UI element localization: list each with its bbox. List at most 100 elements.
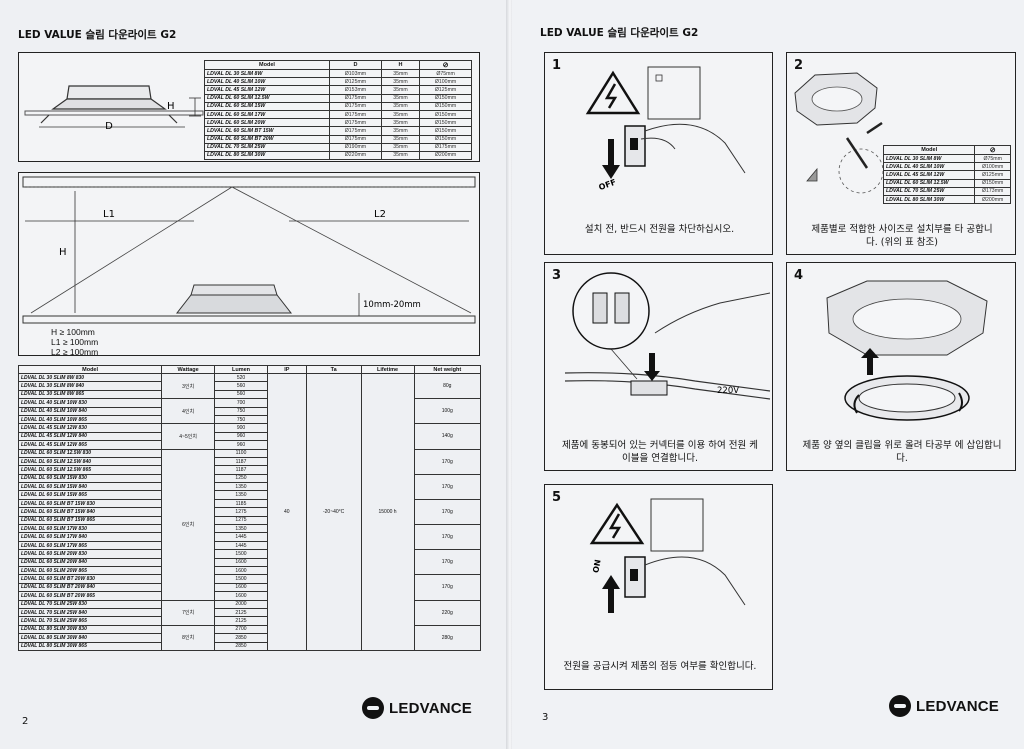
model-cell: LDVAL DL 60 SLIM 15W 865 xyxy=(17,490,163,500)
on-label: ON xyxy=(591,559,602,574)
ledvance-mark-icon xyxy=(362,697,384,719)
diameter-cell: Ø153mm xyxy=(329,85,382,95)
clearance-diagram: H L1 L2 10mm-20mm xyxy=(22,176,476,324)
lumen-cell: 560 xyxy=(214,381,268,391)
lumen-cell: 1187 xyxy=(214,465,268,475)
cutout-icon: ⊘ xyxy=(419,60,472,70)
model-cell: LDVAL DL 60 SLIM BT 15W 830 xyxy=(17,498,163,509)
cutout-cell: Ø200mm xyxy=(419,150,472,161)
height-cell: 35mm xyxy=(380,150,421,161)
left-ledvance-logo: LEDVANCE xyxy=(362,697,472,719)
right-brand-name: LEDVANCE xyxy=(916,697,999,715)
model-cell: LDVAL DL 45 SLIM 12W xyxy=(204,85,330,95)
step-4-illustration xyxy=(826,280,988,421)
model-cell: LDVAL DL 45 SLIM 12W 865 xyxy=(17,440,163,450)
right-page: LED VALUE 슬림 다운라이트 G2 1 OFF 설치 전, 반드시 전원… xyxy=(512,0,1024,749)
req-l1: L1 ≥ 100mm xyxy=(51,337,99,347)
model-cell: LDVAL DL 80 SLIM 30W 840 xyxy=(17,633,163,643)
cutout-cell: Ø75mm xyxy=(974,153,1011,164)
diameter-cell: Ø175mm xyxy=(329,109,382,120)
clearance-h-label: H xyxy=(59,247,67,258)
lumen-cell: 700 xyxy=(214,398,268,408)
step-5-illustration: ON xyxy=(589,498,746,613)
model-cell: LDVAL DL 60 SLIM 17W 840 xyxy=(17,532,163,542)
product-spec-table: Model Wattage Lumen IP Ta Lifetime Net w… xyxy=(17,365,482,651)
height-cell: 35mm xyxy=(380,142,421,152)
step-1-caption: 설치 전, 반드시 전원을 차단하십시오. xyxy=(584,224,735,235)
net-weight-cell: 170g xyxy=(413,524,482,551)
model-cell: LDVAL DL 70 SLIM 25W 865 xyxy=(17,616,163,626)
voltage-label: 220V xyxy=(717,386,739,396)
lumen-cell: 1600 xyxy=(214,591,268,601)
clearance-l1-label: L1 xyxy=(103,209,115,220)
col-ta: Ta xyxy=(305,365,362,374)
left-page-number: 2 xyxy=(22,716,29,727)
lumen-cell: 1185 xyxy=(214,498,268,509)
lumen-cell: 1350 xyxy=(214,524,268,534)
req-h: H ≥ 100mm xyxy=(51,327,95,337)
step-3-number: 3 xyxy=(552,268,562,283)
left-page: LED VALUE 슬림 다운라이트 G2 D H Model D H ⊘ xyxy=(0,0,508,749)
mini-col-model: Model xyxy=(882,145,976,155)
height-cell: 35mm xyxy=(380,134,421,144)
wattage-cell: 3인치 xyxy=(161,372,216,400)
cutout-cell: Ø150mm xyxy=(974,178,1011,188)
model-cell: LDVAL DL 60 SLIM 15W 840 xyxy=(17,482,163,492)
cutout-cell: Ø125mm xyxy=(419,85,472,95)
step-3-caption: 제품에 동봉되어 있는 커넥터를 이용 하여 전원 케이블을 연결합니다. xyxy=(562,440,758,464)
model-cell: LDVAL DL 45 SLIM 12W 840 xyxy=(17,431,163,442)
diameter-cell: Ø125mm xyxy=(329,77,382,87)
lumen-cell: 750 xyxy=(214,406,268,416)
model-cell: LDVAL DL 30 SLIM 8W xyxy=(882,153,976,164)
model-cell: LDVAL DL 60 SLIM BT 20W xyxy=(204,134,330,144)
lumen-cell: 2850 xyxy=(214,633,268,643)
step-4-number: 4 xyxy=(794,268,804,283)
height-cell: 35mm xyxy=(380,85,421,95)
lumen-cell: 1600 xyxy=(214,565,268,576)
cutout-cell: Ø175mm xyxy=(419,142,472,152)
cutout-icon: ⊘ xyxy=(974,145,1011,155)
col-net-weight: Net weight xyxy=(413,365,482,374)
right-page-number: 3 xyxy=(542,712,549,723)
lumen-cell: 2000 xyxy=(214,599,268,609)
model-cell: LDVAL DL 45 SLIM 12W xyxy=(882,170,976,180)
lumen-cell: 960 xyxy=(214,440,268,450)
model-cell: LDVAL DL 60 SLIM 17W xyxy=(204,109,330,120)
dim-label-h: H xyxy=(167,101,175,112)
model-cell: LDVAL DL 70 SLIM 25W xyxy=(204,142,330,152)
net-weight-cell: 80g xyxy=(413,372,482,400)
model-cell: LDVAL DL 70 SLIM 25W xyxy=(882,186,976,196)
net-weight-cell: 170g xyxy=(413,448,482,475)
lumen-cell: 2700 xyxy=(214,624,268,635)
left-brand-name: LEDVANCE xyxy=(389,699,472,717)
model-cell: LDVAL DL 60 SLIM 15W xyxy=(204,101,330,111)
cutout-cell: Ø100mm xyxy=(974,162,1011,172)
model-cell: LDVAL DL 60 SLIM 15W 830 xyxy=(17,473,163,484)
model-cell: LDVAL DL 60 SLIM BT 20W 840 xyxy=(17,582,163,593)
ledvance-mark-icon xyxy=(889,695,911,717)
diameter-cell: Ø175mm xyxy=(329,134,382,144)
step-1-number: 1 xyxy=(552,58,562,73)
model-cell: LDVAL DL 60 SLIM 20W 830 xyxy=(17,549,163,559)
step-2-illustration xyxy=(794,72,884,194)
model-cell: LDVAL DL 60 SLIM 17W 865 xyxy=(17,540,163,551)
height-cell: 35mm xyxy=(380,93,421,103)
col-ip: IP xyxy=(266,365,307,374)
step-2-caption: 제품별로 적합한 사이즈로 설치부를 타 공합니다. (위의 표 참조) xyxy=(811,224,993,248)
cutout-cell: Ø100mm xyxy=(419,77,472,87)
step-1-illustration: OFF xyxy=(585,66,746,192)
cutout-cell: Ø150mm xyxy=(419,134,472,144)
step-5-number: 5 xyxy=(552,490,562,505)
cutout-cell: Ø150mm xyxy=(419,93,472,103)
net-weight-cell: 280g xyxy=(413,624,482,651)
model-cell: LDVAL DL 40 SLIM 10W 840 xyxy=(17,406,163,416)
